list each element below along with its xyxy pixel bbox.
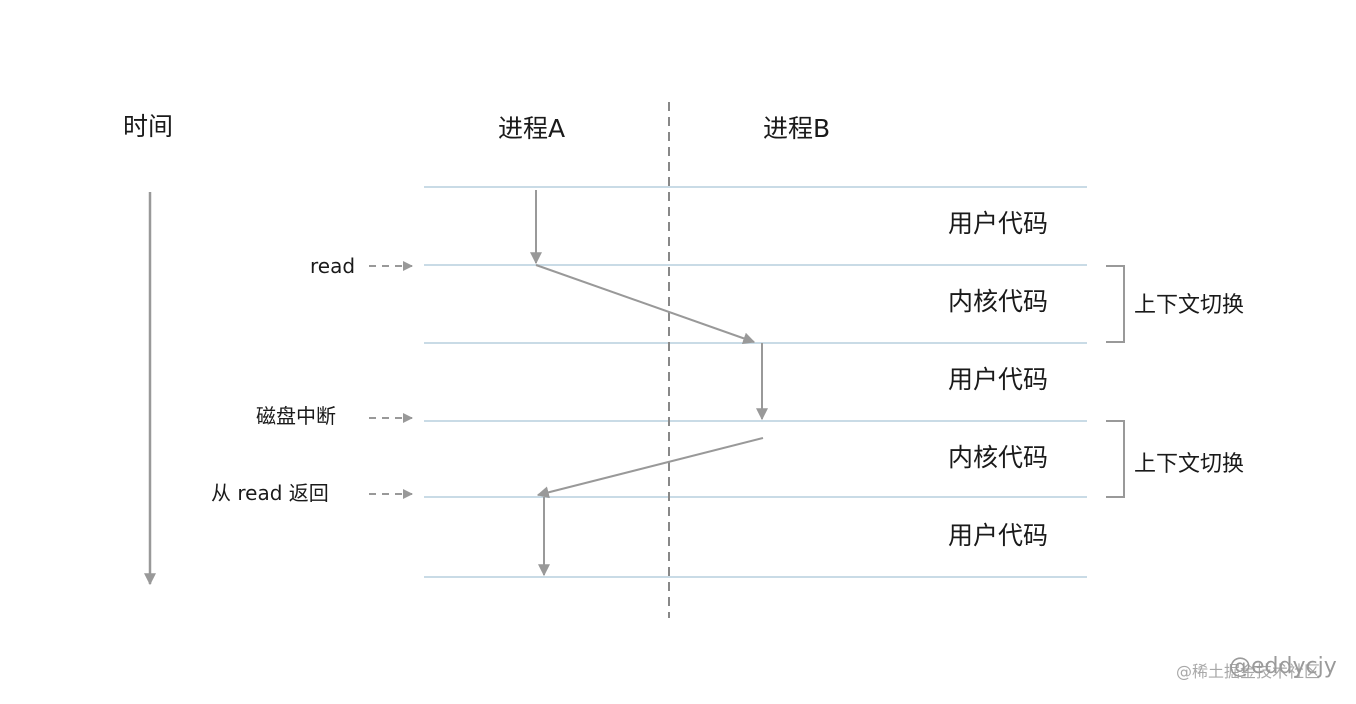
watermark-author: @eddycjy bbox=[1229, 654, 1337, 679]
context-switch-bracket-1 bbox=[1106, 265, 1125, 343]
event-label-disk-interrupt: 磁盘中断 bbox=[256, 404, 336, 428]
process-a-header: 进程A bbox=[498, 114, 566, 143]
flow-arrow-switch-to-a bbox=[536, 437, 764, 499]
context-switch-label-1: 上下文切换 bbox=[1134, 293, 1245, 318]
region-label-kernel-2: 内核代码 bbox=[948, 443, 1049, 472]
region-label-user-1: 用户代码 bbox=[948, 209, 1049, 238]
context-switch-label-2: 上下文切换 bbox=[1134, 452, 1245, 477]
context-switch-bracket-2 bbox=[1106, 420, 1125, 498]
flow-arrow-switch-to-b bbox=[535, 264, 756, 345]
region-label-user-2: 用户代码 bbox=[948, 365, 1049, 394]
region-label-kernel-1: 内核代码 bbox=[948, 287, 1049, 316]
watermark-platform: @稀土掘金技术社区 bbox=[1176, 662, 1321, 681]
region-label-user-3: 用户代码 bbox=[948, 521, 1049, 550]
process-b-header: 进程B bbox=[763, 114, 831, 143]
time-header: 时间 bbox=[123, 112, 174, 141]
event-label-read-return: 从 read 返回 bbox=[211, 481, 329, 505]
event-label-read: read bbox=[310, 254, 356, 278]
